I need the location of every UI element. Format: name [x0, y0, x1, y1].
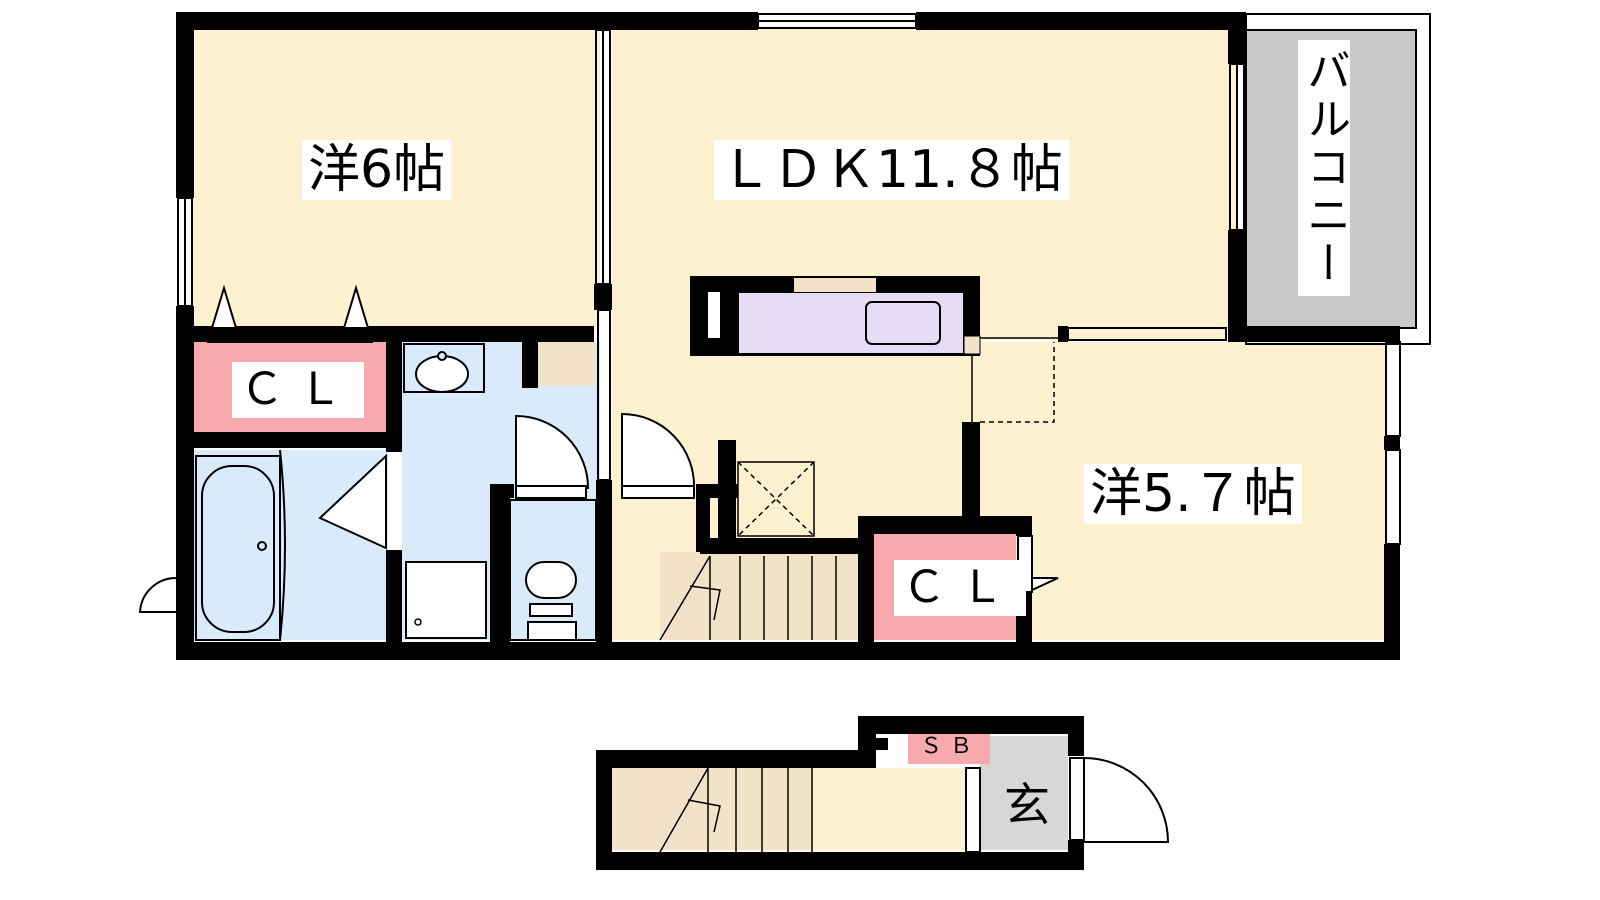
- pipes: [971, 337, 1058, 423]
- toilet: [509, 499, 597, 641]
- kitchen-counter: [690, 276, 981, 356]
- swing-doors: [138, 412, 696, 613]
- storage-small-floor: [538, 342, 596, 386]
- western-room-1-label: 洋6帖: [302, 140, 452, 200]
- ldk-label: ＬＤＫ11.８帖: [714, 140, 1069, 200]
- windows: [177, 13, 1401, 545]
- western-room-2-label: 洋5.７帖: [1084, 464, 1302, 524]
- stairs-lower-floor: [612, 768, 812, 850]
- stairs-upper: [659, 555, 837, 641]
- closet-2-label: ＣＬ: [894, 560, 1026, 616]
- washer-pan: [405, 561, 487, 639]
- stairs-lower: [659, 767, 813, 853]
- washbasin: [403, 343, 485, 393]
- stairs-floor: [660, 552, 858, 640]
- entrance-label: 玄: [1000, 780, 1054, 830]
- balcony-label: バルコニー: [1298, 40, 1350, 296]
- bath-door: [318, 453, 387, 550]
- stair-void: [737, 461, 815, 537]
- walls-lower: [596, 716, 1084, 870]
- shoe-box-label: ＳＢ: [914, 734, 987, 760]
- closet-1-doors: [210, 284, 370, 329]
- bathtub: [195, 449, 286, 641]
- closet-1-label: ＣＬ: [232, 362, 364, 418]
- entrance-features: [965, 756, 1170, 853]
- walls-upper: [176, 12, 1400, 660]
